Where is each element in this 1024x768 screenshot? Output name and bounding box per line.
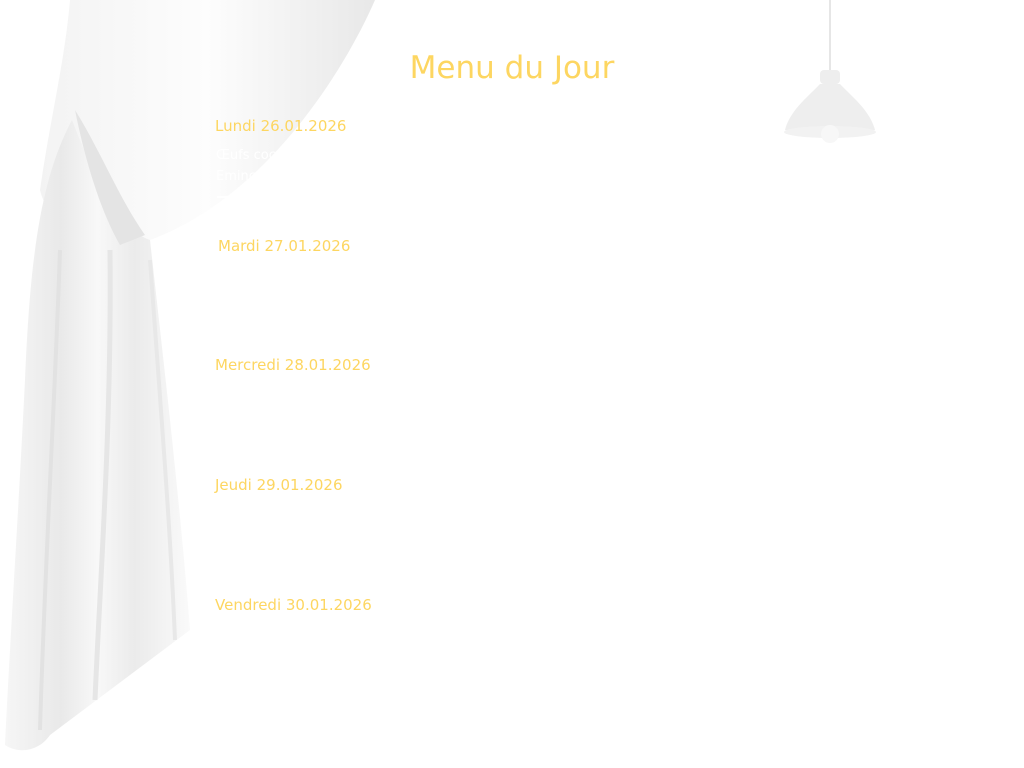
dish-item: Eminc: [216, 169, 256, 184]
page-title: Menu du Jour: [409, 50, 615, 86]
dish-item: Œufs coc: [216, 148, 276, 163]
pendant-lamp-image: [784, 0, 876, 143]
divider: [217, 196, 237, 198]
day-heading-monday: Lundi 26.01.2026: [215, 117, 347, 135]
day-heading-wednesday: Mercredi 28.01.2026: [215, 356, 371, 374]
day-heading-tuesday: Mardi 27.01.2026: [218, 237, 351, 255]
day-heading-thursday: Jeudi 29.01.2026: [215, 476, 343, 494]
curtain-image: [5, 0, 375, 751]
day-heading-friday: Vendredi 30.01.2026: [215, 596, 372, 614]
